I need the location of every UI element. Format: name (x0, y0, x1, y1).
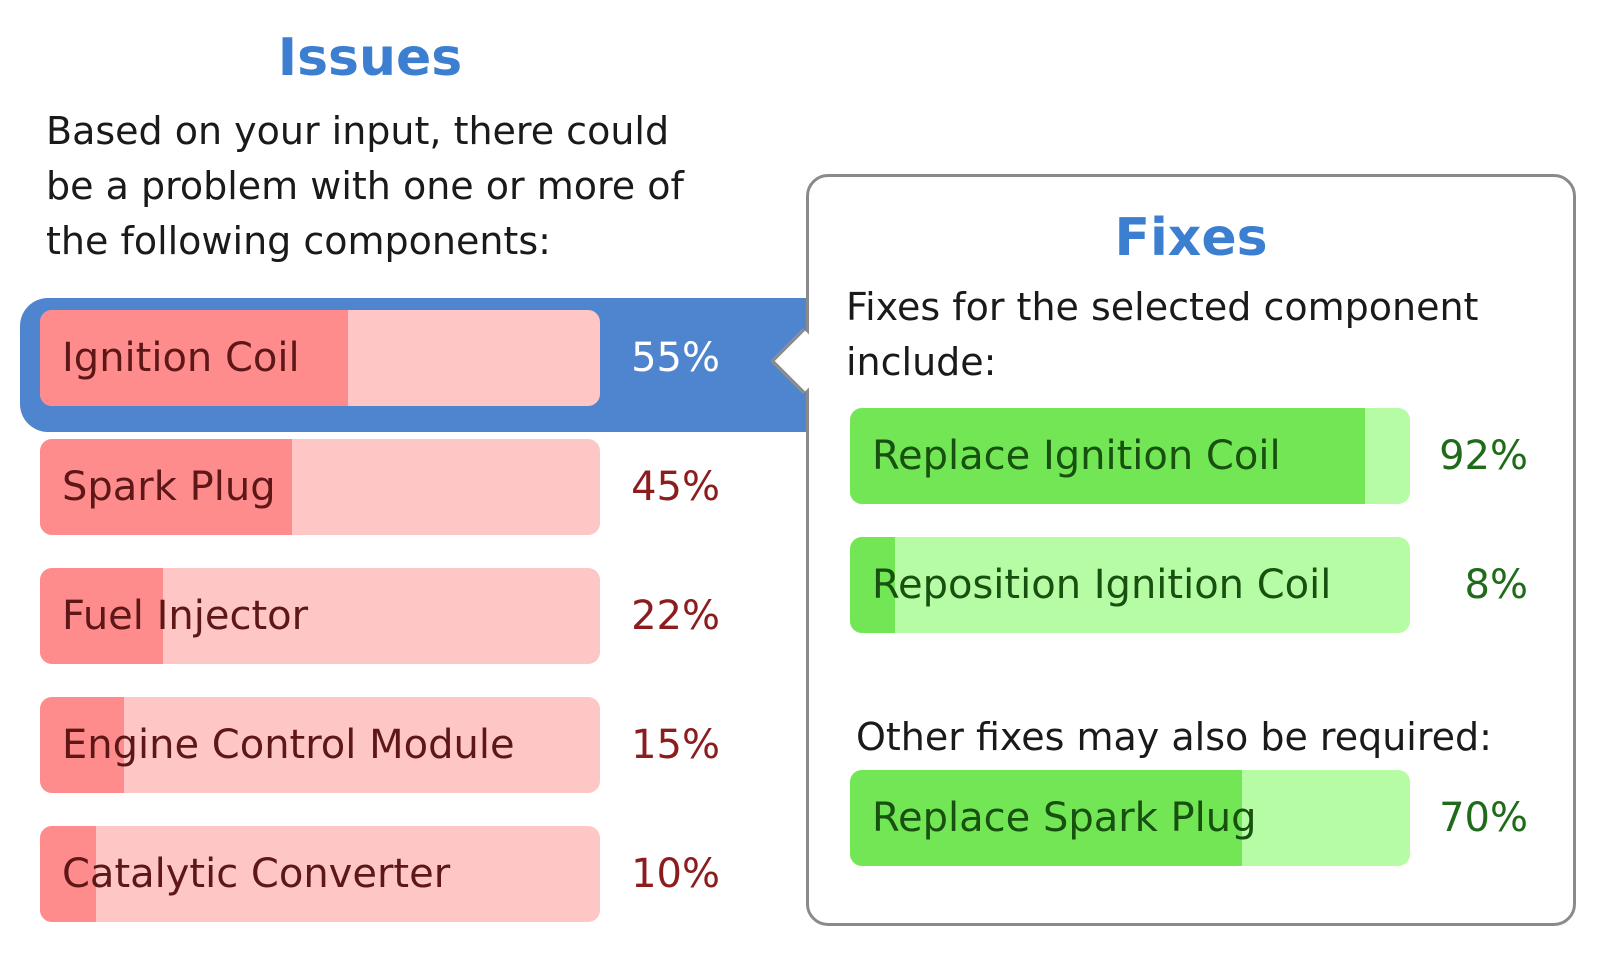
fix-label: Replace Ignition Coil (872, 433, 1281, 479)
fix-bar-fill (850, 770, 1242, 866)
fix-item-replace-spark-plug[interactable]: Replace Spark Plug (850, 770, 1410, 866)
issue-item-engine-control-module[interactable]: Engine Control Module (40, 697, 600, 793)
issue-item-spark-plug[interactable]: Spark Plug (40, 439, 600, 535)
issue-item-catalytic-converter[interactable]: Catalytic Converter (40, 826, 600, 922)
issue-label: Spark Plug (62, 464, 276, 510)
issue-bar-fill (40, 697, 124, 793)
issue-item-fuel-injector[interactable]: Fuel Injector (40, 568, 600, 664)
fix-percent: 92% (1439, 433, 1528, 479)
issue-bar-fill (40, 568, 164, 664)
issue-percent: 22% (631, 593, 720, 639)
issue-label: Ignition Coil (62, 335, 300, 381)
issue-item-ignition-coil[interactable]: Ignition Coil (40, 310, 600, 406)
issue-bar-fill (40, 826, 96, 922)
issue-percent: 15% (631, 722, 720, 768)
issue-percent: 55% (631, 335, 720, 381)
issue-label: Catalytic Converter (62, 851, 451, 897)
fix-percent: 70% (1439, 795, 1528, 841)
fix-label: Replace Spark Plug (872, 795, 1257, 841)
issue-percent: 45% (631, 464, 720, 510)
issue-label: Engine Control Module (62, 722, 515, 768)
fix-percent: 8% (1464, 562, 1528, 608)
issue-label: Fuel Injector (62, 593, 309, 639)
issues-title: Issues (277, 28, 463, 88)
fix-label: Reposition Ignition Coil (872, 562, 1332, 608)
issue-bar-fill (40, 310, 348, 406)
fix-item-replace-ignition-coil[interactable]: Replace Ignition Coil (850, 408, 1410, 504)
other-fixes-intro: Other fixes may also be required: (856, 715, 1492, 759)
issues-intro: Based on your input, there could be a pr… (46, 109, 684, 263)
fixes-intro: Fixes for the selected component include… (846, 285, 1479, 384)
issue-bar-fill (40, 439, 292, 535)
fix-bar-fill (850, 537, 895, 633)
fix-bar-fill (850, 408, 1366, 504)
fix-item-reposition-ignition-coil[interactable]: Reposition Ignition Coil (850, 537, 1410, 633)
issue-percent: 10% (631, 851, 720, 897)
fixes-title: Fixes (1114, 208, 1268, 268)
